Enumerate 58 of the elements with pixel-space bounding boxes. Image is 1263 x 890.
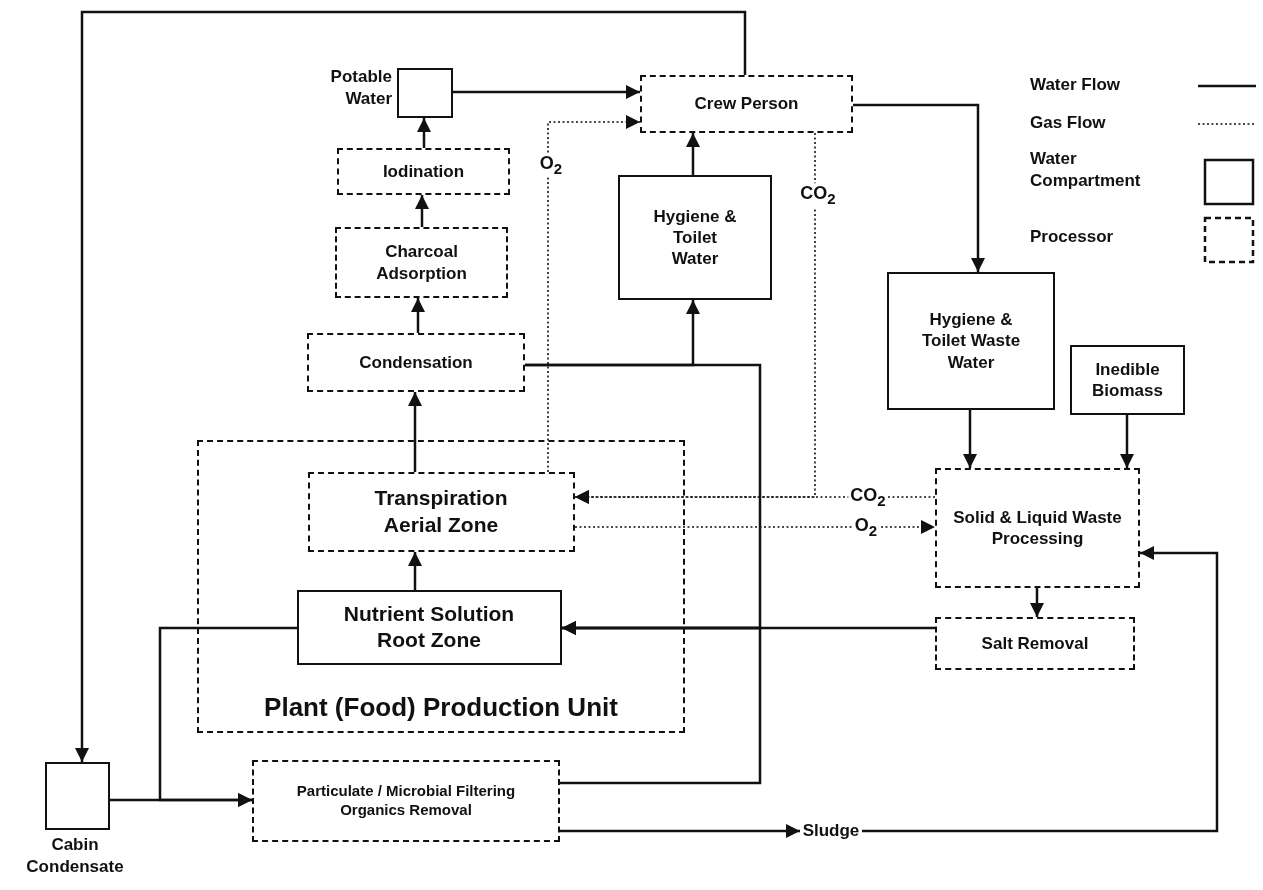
edge-label: CO$_{2}$ — [798, 183, 838, 207]
edge-label: CO$_{2}$ — [848, 485, 888, 509]
gas-flow-arrow — [574, 520, 936, 534]
node-caption: Cabin Condensate — [25, 834, 125, 879]
water-flow-arrow — [415, 195, 429, 227]
node-caption: Potable Water — [329, 66, 392, 111]
water-flow-arrow — [408, 392, 422, 472]
processor-box — [935, 617, 1135, 670]
water-flow-arrow — [560, 621, 762, 785]
water-flow-arrow — [453, 85, 640, 99]
water-flow-arrow — [1120, 415, 1134, 468]
node-label: Salt Removal — [980, 632, 1090, 655]
node-label: Transpiration Aerial Zone — [373, 485, 509, 538]
unit-container — [197, 440, 685, 733]
node-label: Iodination — [381, 160, 466, 183]
compartment-box — [45, 762, 110, 830]
legend-label: Processor — [1030, 226, 1115, 248]
processor-box — [307, 333, 525, 392]
gas-flow-arrow — [574, 490, 936, 504]
processor-box — [335, 227, 508, 298]
legend-label: Water Flow — [1030, 74, 1122, 96]
node-label: Inedible Biomass — [1091, 358, 1164, 402]
compartment-box — [1070, 345, 1185, 415]
compartment-box — [887, 272, 1055, 410]
water-flow-arrow — [1030, 588, 1044, 617]
water-flow-arrow — [963, 410, 977, 468]
compartment-box — [397, 68, 453, 118]
node-label: Hygiene & Toilet Water — [652, 205, 738, 270]
water-flow-arrow — [75, 10, 747, 762]
node-label: Condensation — [358, 351, 474, 374]
unit-heading: Plant (Food) Production Unit — [263, 690, 619, 724]
water-flow-arrow — [110, 793, 252, 807]
water-flow-arrow — [853, 103, 985, 272]
water-flow-arrow — [417, 118, 431, 148]
node-label: Particulate / Microbial Filtering Organics Removal — [295, 782, 517, 820]
edge-label: O$_{2}$ — [852, 515, 880, 539]
water-flow-arrow — [560, 824, 800, 838]
edge-label: O$_{2}$ — [537, 153, 565, 177]
processor-box — [307, 471, 575, 552]
processor-box — [640, 75, 853, 133]
legend-label: Gas Flow — [1030, 112, 1107, 134]
water-flow-arrow — [862, 546, 1219, 833]
node-label: Charcoal Adsorption — [375, 241, 468, 284]
processor-box — [337, 148, 510, 195]
compartment-box — [618, 175, 772, 300]
flow-label: Sludge — [800, 818, 862, 844]
processor-box — [252, 760, 560, 842]
water-flow-arrow — [411, 298, 425, 333]
gas-flow-arrow — [547, 115, 641, 473]
water-flow-arrow — [408, 552, 422, 590]
node-label: Crew Person — [693, 93, 800, 115]
node-label: Nutrient Solution Root Zone — [342, 600, 516, 653]
compartment-box — [296, 589, 562, 665]
node-label: Hygiene & Toilet Waste Water — [920, 309, 1022, 373]
water-flow-arrow — [686, 133, 700, 175]
legend-label: Water Compartment — [1030, 148, 1142, 193]
node-label: Solid & Liquid Waste Processing — [952, 506, 1123, 550]
processor-box — [935, 468, 1140, 588]
